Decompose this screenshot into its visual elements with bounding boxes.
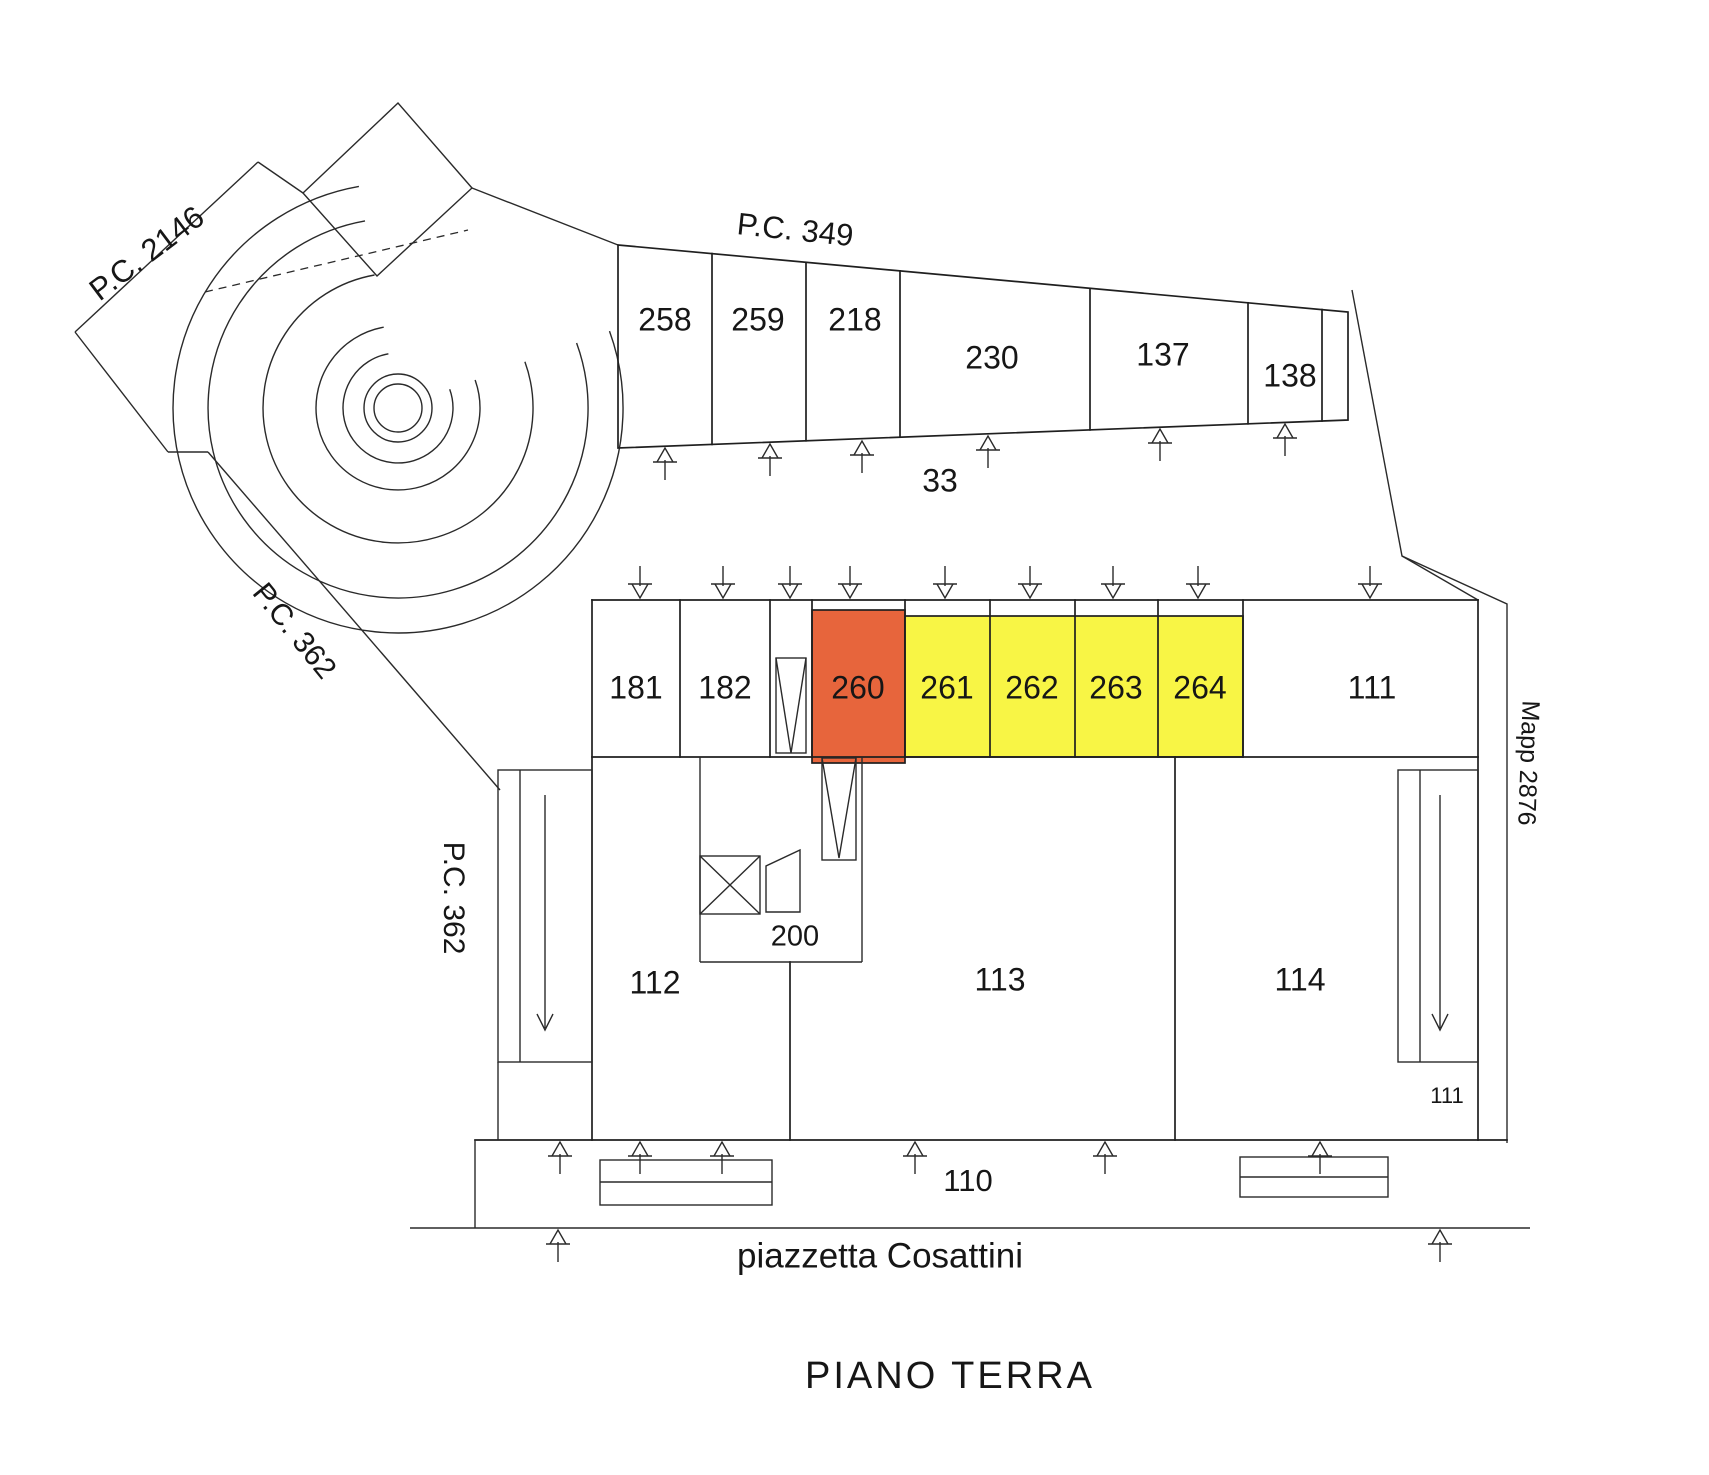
left-stairwell <box>497 769 593 1140</box>
label-parcel-pc362-diagonal: P.C. 362 <box>246 577 343 685</box>
label-street: piazzetta Cosattini <box>737 1236 1023 1275</box>
label-unit-259: 259 <box>731 301 784 337</box>
left-parcel-outline <box>74 101 619 791</box>
label-unit-137: 137 <box>1136 336 1189 372</box>
label-room-112: 112 <box>629 964 680 1000</box>
right-parcel-boundary <box>1351 289 1508 1143</box>
room-260-highlight <box>811 609 906 764</box>
label-unit-258: 258 <box>638 301 691 337</box>
rooms-261-264-highlight <box>904 615 1244 758</box>
shaft-x-box <box>699 855 761 915</box>
label-room-262: 262 <box>1005 669 1058 705</box>
top-strip-outline <box>617 244 1349 449</box>
label-room-113: 113 <box>974 961 1025 997</box>
label-room-114: 114 <box>1274 961 1325 997</box>
survey-markers <box>545 423 1453 1263</box>
label-room-181: 181 <box>609 669 662 705</box>
label-stairwell-111: 111 <box>1430 1083 1463 1108</box>
label-room-263: 263 <box>1089 669 1142 705</box>
label-room-260: 260 <box>831 669 884 705</box>
label-parcel-pc349: P.C. 349 <box>735 206 855 253</box>
label-unit-218: 218 <box>828 301 881 337</box>
area-200-corridor <box>699 757 863 963</box>
label-unit-230: 230 <box>965 339 1018 375</box>
spiral-staircase-structure <box>172 185 624 634</box>
label-room-111: 111 <box>1348 669 1397 705</box>
label-room-182: 182 <box>698 669 751 705</box>
label-parcel-mapp2876: Mapp 2876 <box>1512 700 1544 826</box>
label-courtyard-33: 33 <box>922 462 958 498</box>
label-room-264: 264 <box>1173 669 1226 705</box>
label-area-200: 200 <box>771 921 819 953</box>
door-v-symbol <box>821 757 857 861</box>
label-parcel-pc362-vertical: P.C. 362 <box>437 842 470 955</box>
label-parcel-pc2146: P.C. 2146 <box>83 199 211 308</box>
label-strip-110: 110 <box>943 1163 992 1198</box>
label-unit-138: 138 <box>1263 357 1316 393</box>
door-swing-symbol <box>765 848 801 913</box>
label-floor-title: PIANO TERRA <box>805 1355 1095 1397</box>
label-room-261: 261 <box>920 669 973 705</box>
sidewalk-and-steps <box>410 1140 1530 1229</box>
vestibule-door-symbol <box>775 657 807 754</box>
highlighted-rooms <box>811 609 1244 764</box>
right-stairwell <box>1397 769 1479 1063</box>
